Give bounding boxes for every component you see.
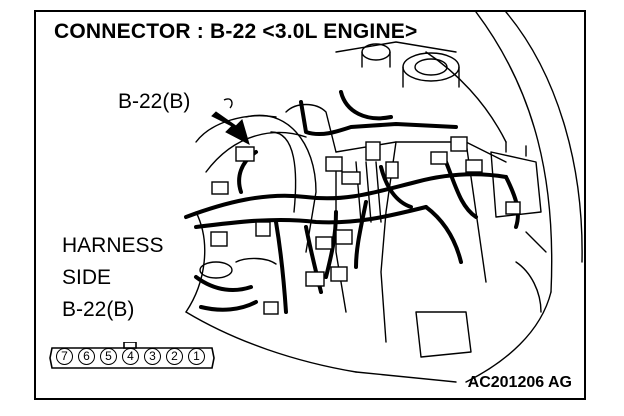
diagram-title: CONNECTOR : B-22 <3.0L ENGINE> (54, 20, 418, 43)
connector-pin: 1 (188, 348, 205, 365)
connector-callout-label: B-22(B) (118, 90, 191, 113)
diagram-frame: CONNECTOR : B-22 <3.0L ENGINE> B-22(B) H… (34, 10, 586, 400)
harness-side-label-line1: HARNESS (62, 234, 164, 257)
figure-code: AC201206 AG (467, 374, 572, 391)
connector-pin: 4 (122, 348, 139, 365)
connector-pin: 7 (56, 348, 73, 365)
connector-pin: 2 (166, 348, 183, 365)
connector-pin: 3 (144, 348, 161, 365)
connector-pin: 6 (78, 348, 95, 365)
harness-side-label-line2: SIDE (62, 266, 112, 289)
harness-side-connector-id: B-22(B) (62, 298, 135, 321)
engine-compartment-illustration (184, 12, 583, 383)
connector-pin: 5 (100, 348, 117, 365)
